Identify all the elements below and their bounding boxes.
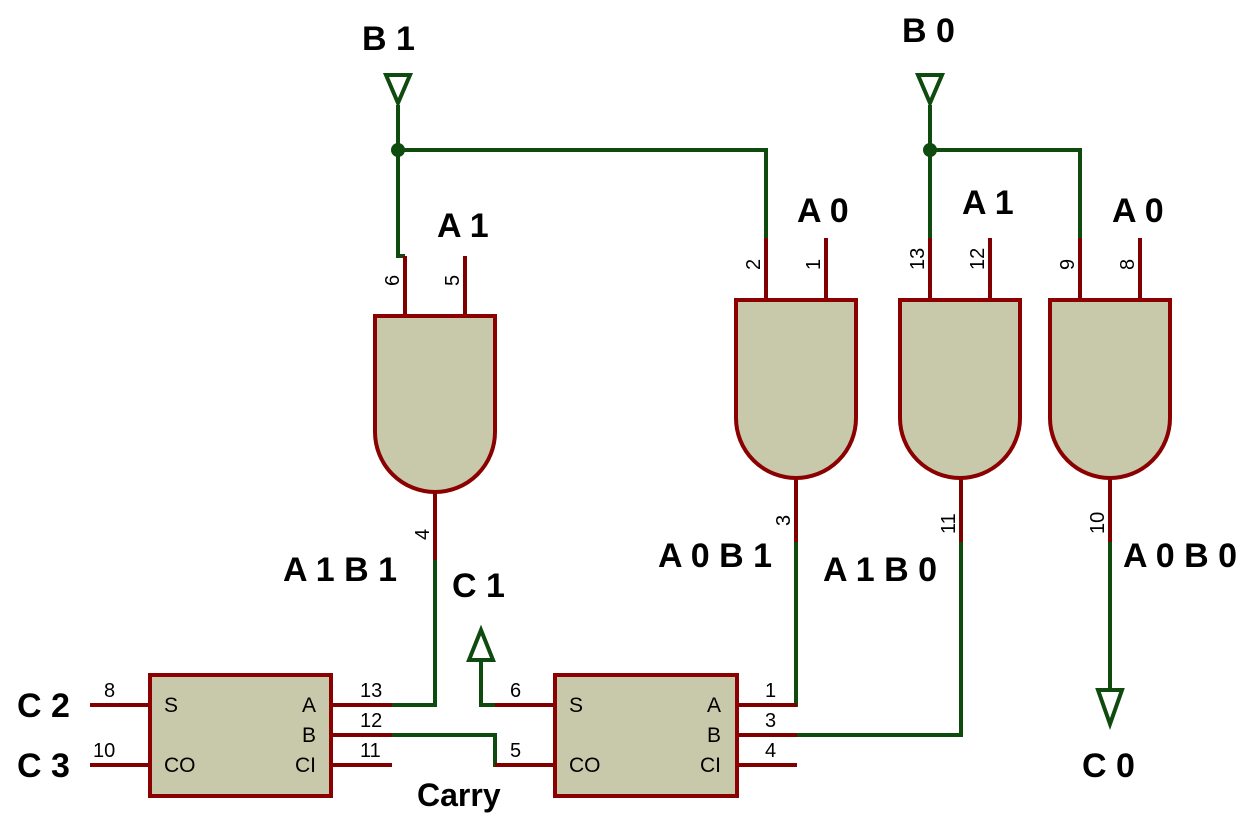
gate3-pin-b: 12 <box>967 248 989 270</box>
adder2-pin-a: A <box>707 694 721 717</box>
adder1-pin-s: S <box>164 694 178 717</box>
and-gate-3: 13 12 11 <box>898 238 1022 542</box>
label-b1: B 1 <box>362 20 415 58</box>
label-a1b0: A 1 B 0 <box>823 551 937 589</box>
gate3-pin-a: 13 <box>907 248 929 270</box>
label-a1-left: A 1 <box>437 207 489 245</box>
gate1-pin-b: 5 <box>442 275 464 286</box>
adder2-pin-b: B <box>707 724 721 747</box>
full-adder-2: S CO A B CI 6 5 1 3 4 <box>495 673 797 798</box>
wire-b1-gate1 <box>396 150 405 258</box>
junction-b1 <box>391 143 405 157</box>
gate4-pin-out: 10 <box>1087 512 1109 534</box>
full-adder-1: S CO A B CI 8 10 13 12 11 <box>90 673 392 798</box>
terminal-c0-icon <box>1095 688 1125 731</box>
adder1-pin-co: CO <box>164 754 196 777</box>
label-b0: B 0 <box>902 12 955 50</box>
adder2-pin-ci: CI <box>700 754 721 777</box>
terminal-b0-icon <box>914 73 946 109</box>
adder1-pin-b: B <box>302 724 316 747</box>
adder2-num-s: 6 <box>510 680 521 702</box>
adder1-pin-ci: CI <box>295 754 316 777</box>
wire-b1-trunk <box>396 105 768 238</box>
gate4-pin-a: 9 <box>1057 259 1079 270</box>
gate1-pin-a: 6 <box>382 275 404 286</box>
label-a1b1: A 1 B 1 <box>283 551 397 589</box>
adder2-num-ci: 4 <box>765 740 776 762</box>
adder1-num-b: 12 <box>360 710 382 732</box>
and-gate-1: 6 5 4 <box>373 256 497 560</box>
label-c0: C 0 <box>1082 747 1135 785</box>
gate3-pin-out: 11 <box>938 513 960 534</box>
gate4-pin-b: 8 <box>1117 259 1139 270</box>
label-c3: C 3 <box>17 747 70 785</box>
label-a0b1: A 0 B 1 <box>658 537 772 575</box>
adder2-pin-s: S <box>569 694 583 717</box>
adder2-num-b: 3 <box>765 710 776 732</box>
junction-b0 <box>923 143 937 157</box>
adder2-num-a: 1 <box>765 680 776 702</box>
terminal-c1-icon <box>466 624 496 662</box>
wire-b0-gate4 <box>930 148 1082 238</box>
gate1-pin-out: 4 <box>412 529 434 540</box>
label-c2: C 2 <box>17 687 70 725</box>
wire-a1b0 <box>737 542 963 737</box>
adder2-pin-co: CO <box>569 754 601 777</box>
wire-carry <box>392 733 555 767</box>
adder1-num-ci: 11 <box>360 740 381 762</box>
label-a0b0: A 0 B 0 <box>1123 537 1237 575</box>
label-a1-right: A 1 <box>962 184 1014 222</box>
wire-a1b1 <box>392 560 437 707</box>
adder1-num-co: 10 <box>93 740 115 762</box>
label-carry: Carry <box>417 777 501 813</box>
gate2-pin-a: 2 <box>743 259 765 270</box>
terminal-b1-icon <box>382 73 414 109</box>
gate2-pin-b: 1 <box>803 259 825 270</box>
and-gate-2: 2 1 3 <box>734 238 858 542</box>
and-gate-4: 9 8 10 <box>1048 238 1172 542</box>
adder2-num-co: 5 <box>510 740 521 762</box>
adder1-num-s: 8 <box>104 680 115 702</box>
label-a0-right: A 0 <box>1112 192 1164 230</box>
label-c1: C 1 <box>452 567 505 605</box>
adder1-num-a: 13 <box>360 680 382 702</box>
gate2-pin-out: 3 <box>773 515 795 526</box>
label-a0-mid: A 0 <box>797 192 849 230</box>
adder1-pin-a: A <box>302 694 316 717</box>
